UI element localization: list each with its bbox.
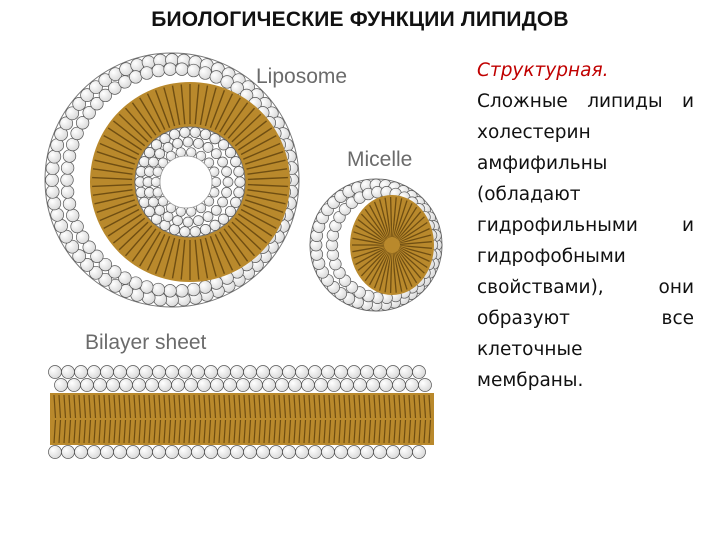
structural-description: Сложные липиды и холестерин амфифильны (… xyxy=(477,91,694,391)
structural-heading: Структурная. xyxy=(477,60,608,81)
bilayer-sheet-label: Bilayer sheet xyxy=(85,331,207,354)
lipid-structures-figure: Liposome Micelle Bilayer sheet xyxy=(0,0,470,540)
micelle-label: Micelle xyxy=(347,148,412,171)
liposome-illustration xyxy=(45,53,299,307)
bilayer-sheet-illustration xyxy=(49,366,435,459)
structural-function-text: Структурная. Сложные липиды и холестерин… xyxy=(477,55,694,396)
micelle-illustration xyxy=(310,179,442,311)
liposome-label: Liposome xyxy=(256,65,347,88)
